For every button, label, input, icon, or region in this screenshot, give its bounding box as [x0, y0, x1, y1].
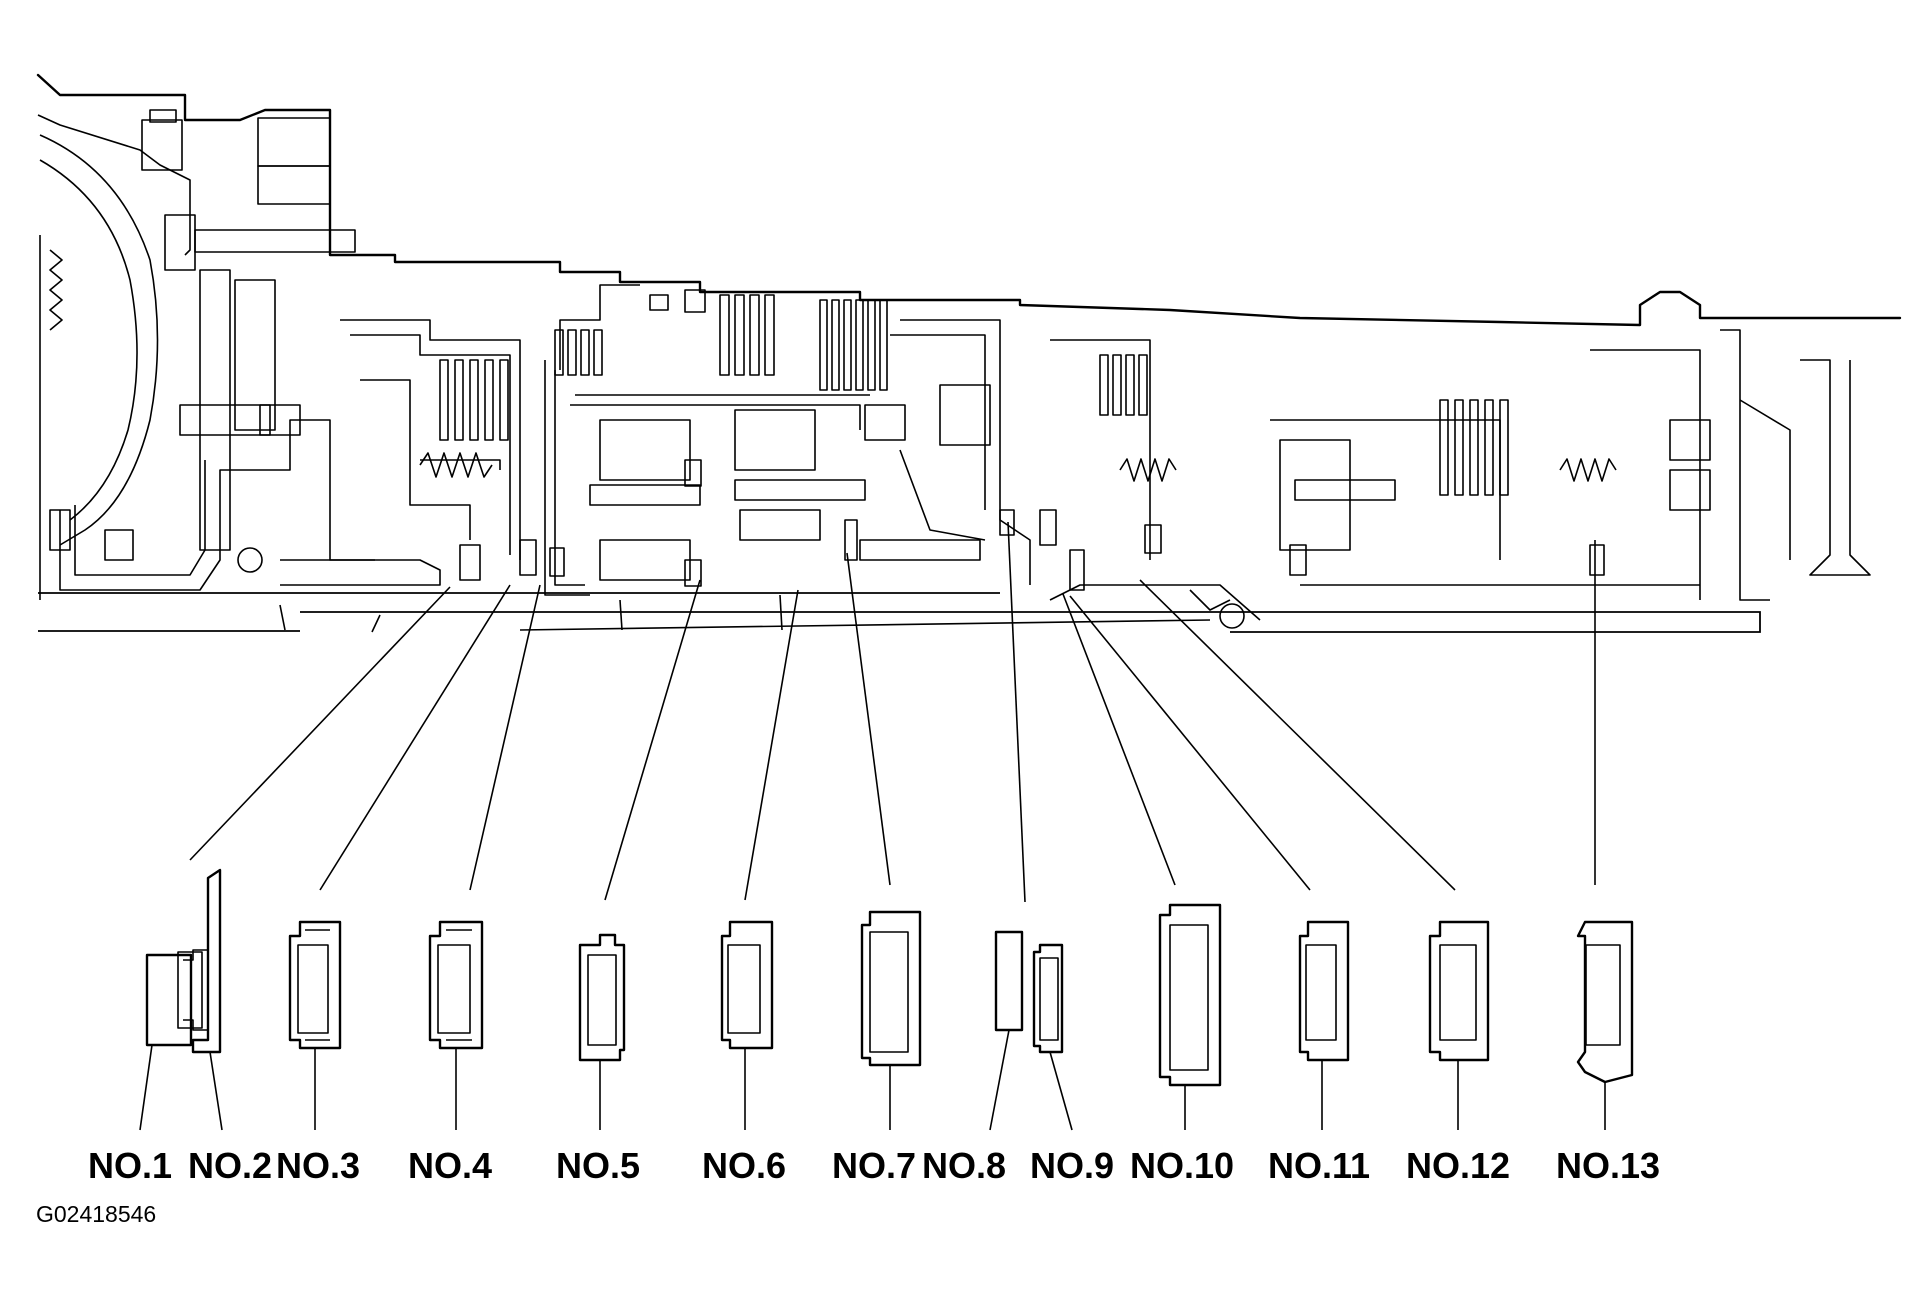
bearing-illustrations: [145, 868, 1634, 1087]
bearing-no5: [578, 933, 626, 1062]
transmission-cross-section: [36, 73, 1902, 633]
label-no3: NO.3: [276, 1145, 360, 1186]
label-no8: NO.8: [922, 1145, 1006, 1186]
label-no7: NO.7: [832, 1145, 916, 1186]
figure-id: G02418546: [36, 1201, 156, 1227]
bearing-no4: [428, 920, 484, 1050]
label-no10: NO.10: [1130, 1145, 1234, 1186]
callout-labels: NO.1 NO.2 NO.3 NO.4 NO.5 NO.6 NO.7 NO.8 …: [88, 1145, 1660, 1186]
label-no12: NO.12: [1406, 1145, 1510, 1186]
label-no11: NO.11: [1268, 1145, 1370, 1186]
label-no4: NO.4: [408, 1145, 492, 1186]
label-no6: NO.6: [702, 1145, 786, 1186]
bearing-no3: [288, 920, 342, 1050]
bearing-no13: [1576, 920, 1634, 1084]
bearing-no12: [1428, 920, 1490, 1062]
bearing-no8-race: [994, 930, 1024, 1032]
bearing-no2-washer: [177, 868, 222, 1054]
bearing-no9: [1032, 943, 1064, 1054]
label-no5: NO.5: [556, 1145, 640, 1186]
label-no13: NO.13: [1556, 1145, 1660, 1186]
bearing-no6: [720, 920, 774, 1050]
label-no9: NO.9: [1030, 1145, 1114, 1186]
callout-leader-lines: [189, 521, 1596, 903]
bearing-no1-race: [145, 953, 193, 1047]
bearing-no7: [860, 910, 922, 1067]
label-no1: NO.1: [88, 1145, 172, 1186]
bearing-no11: [1298, 920, 1350, 1062]
bearing-no10: [1158, 903, 1222, 1087]
label-no2: NO.2: [188, 1145, 272, 1186]
label-leader-lines: [139, 1029, 1606, 1131]
